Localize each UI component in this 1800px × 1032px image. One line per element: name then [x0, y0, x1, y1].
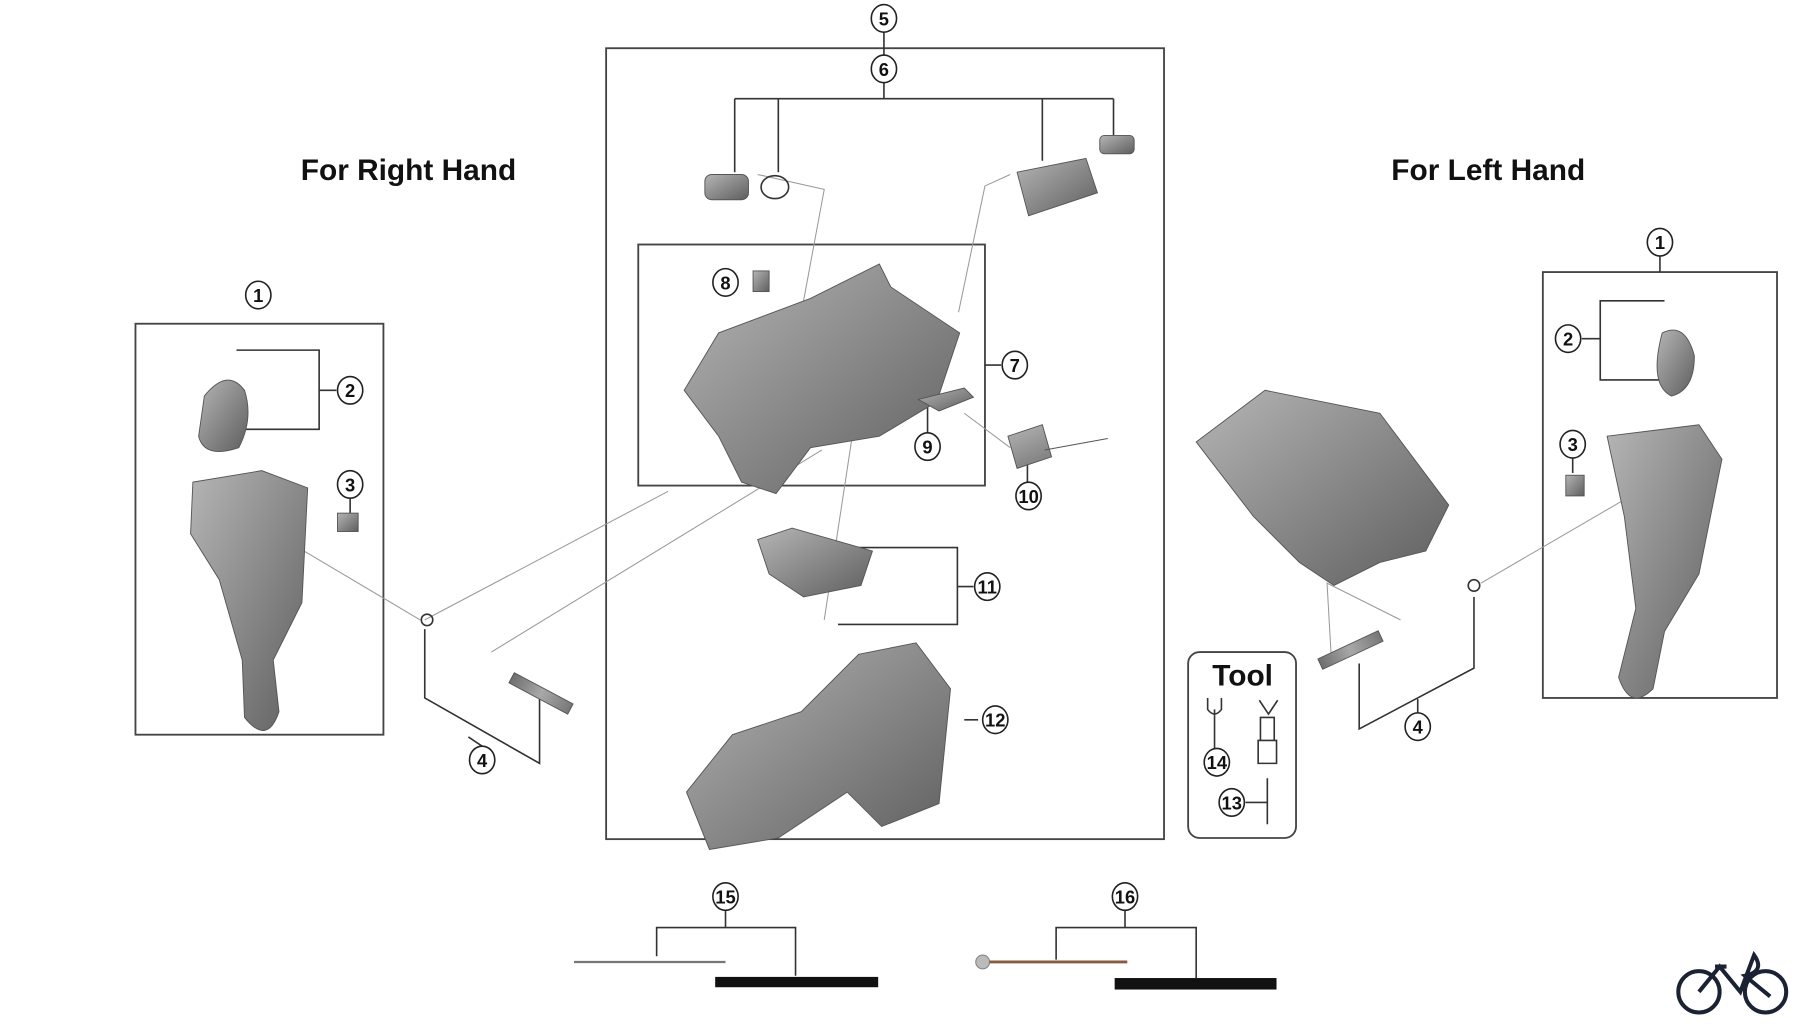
callout-number: 8	[720, 272, 730, 293]
callout-circle	[468, 745, 496, 775]
tool-heading: Tool	[1212, 659, 1273, 692]
outer-casing-15	[715, 976, 879, 988]
callout-number: 16	[1115, 886, 1135, 907]
left-cap-part	[1565, 474, 1585, 497]
tool-13	[1257, 699, 1279, 765]
clamp-bolt-part	[1099, 134, 1135, 155]
cover-part	[198, 379, 249, 452]
callout-r1: 1	[244, 280, 272, 310]
main-body-box	[605, 47, 1165, 841]
callout-r2: 2	[336, 375, 364, 405]
callout-l2: 2	[1554, 324, 1582, 354]
callout-r4: 4	[468, 745, 496, 775]
cap-part	[337, 512, 359, 532]
callout-circle	[712, 881, 739, 912]
lever-part-10	[1007, 424, 1108, 469]
callout-circle	[1554, 324, 1582, 354]
callout-number: 1	[253, 285, 263, 306]
right-lever-part	[190, 470, 309, 731]
clip-part-left	[1467, 578, 1481, 592]
callout-number: 2	[1563, 329, 1573, 350]
callout-c14: 14	[1203, 747, 1231, 777]
washer-part	[760, 174, 790, 200]
callout-circle	[712, 267, 739, 297]
callout-c11: 11	[973, 572, 1001, 602]
callout-l1: 1	[1646, 227, 1674, 257]
callout-c9: 9	[914, 431, 941, 462]
callout-number: 3	[1568, 434, 1578, 455]
spring-part	[917, 387, 975, 412]
callout-c8: 8	[712, 267, 739, 297]
callout-circle	[1203, 747, 1231, 777]
left-cover-part	[1656, 329, 1695, 397]
callout-circle	[914, 431, 941, 462]
callout-number: 3	[345, 474, 355, 495]
callout-number: 14	[1207, 752, 1228, 773]
callout-circle	[1404, 712, 1432, 742]
cover-part-11	[757, 527, 874, 598]
left-lever-part	[1606, 424, 1723, 699]
callout-circle	[1111, 881, 1139, 912]
callout-l4: 4	[1404, 712, 1432, 742]
callout-circle	[1646, 227, 1674, 257]
callout-number: 5	[879, 8, 889, 29]
callout-c6: 6	[870, 54, 898, 84]
screw-part	[752, 270, 770, 293]
callout-number: 9	[922, 436, 932, 457]
callout-c13: 13	[1218, 787, 1246, 817]
parts	[190, 134, 1723, 990]
bracket-body-part	[683, 263, 961, 495]
callout-circle	[1001, 350, 1029, 380]
callout-number: 6	[879, 59, 889, 80]
callout-circle	[973, 572, 1001, 602]
pin-part	[508, 672, 574, 715]
callout-c10: 10	[1015, 481, 1043, 511]
callout-number: 4	[477, 750, 488, 771]
callout-circle	[244, 280, 272, 310]
left-bracket-part	[1195, 389, 1450, 586]
band-clamp-part	[1016, 157, 1099, 217]
callout-c15: 15	[712, 881, 739, 912]
right-hand-lever-box	[134, 322, 385, 736]
tool-box	[1187, 651, 1297, 839]
callout-circle	[1015, 481, 1043, 511]
callout-c7: 7	[1001, 350, 1029, 380]
bolt-part	[704, 174, 749, 201]
callout-number: 10	[1018, 486, 1038, 507]
callout-number: 7	[1010, 355, 1020, 376]
callout-number: 12	[985, 710, 1005, 731]
cable-end-16	[975, 954, 991, 970]
pin-part-left	[1317, 630, 1384, 670]
heading-right-hand: For Right Hand	[301, 154, 516, 187]
callout-number: 11	[978, 576, 997, 597]
callout-circle	[1218, 787, 1246, 817]
callout-number: 2	[345, 380, 355, 401]
callout-circle	[870, 3, 898, 33]
tool-14	[1206, 697, 1223, 716]
callout-number: 4	[1413, 717, 1424, 738]
heading-left-hand: For Left Hand	[1391, 154, 1585, 187]
hood-part-12	[685, 642, 951, 850]
callout-circle	[1559, 429, 1587, 459]
bike-logo-icon	[1676, 950, 1789, 1015]
callout-circle	[336, 375, 364, 405]
callout-circle	[870, 54, 898, 84]
callout-c16: 16	[1111, 881, 1139, 912]
callout-number: 1	[1655, 232, 1665, 253]
outer-casing-16	[1114, 978, 1277, 990]
callout-number: 13	[1222, 792, 1242, 813]
callout-circle	[981, 705, 1009, 735]
callout-c12: 12	[981, 705, 1009, 735]
clip-part	[420, 613, 434, 627]
leader-lines	[236, 32, 1665, 979]
callout-l3: 3	[1559, 429, 1587, 459]
callout-number: 15	[715, 886, 735, 907]
callout-circle	[336, 469, 364, 500]
callout-c5: 5	[870, 3, 898, 33]
callout-r3: 3	[336, 469, 364, 500]
